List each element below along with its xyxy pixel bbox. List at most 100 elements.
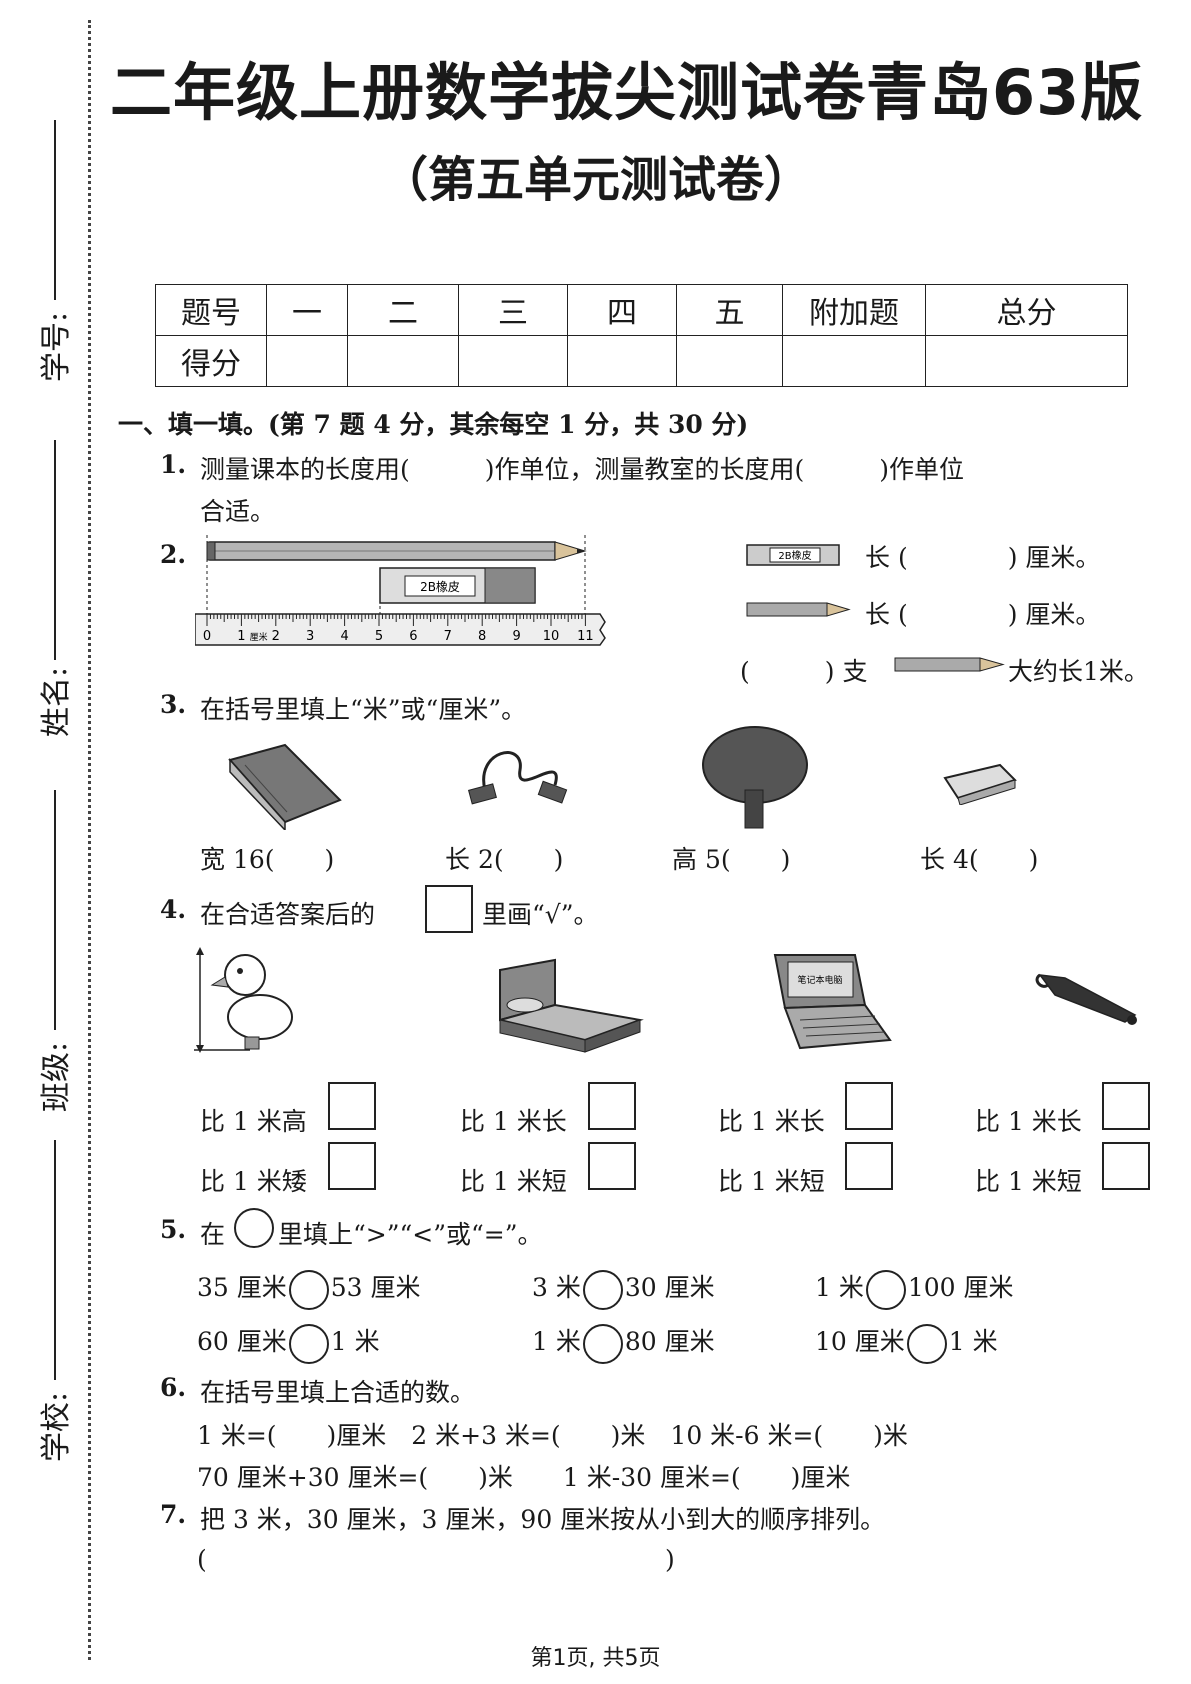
tree-icon xyxy=(702,726,808,829)
school-label: 学校: xyxy=(39,1391,75,1463)
q3-prompt: 在括号里填上“米”或“厘米”。 xyxy=(200,695,527,724)
ruler-tick-label: 11 xyxy=(577,629,594,644)
jump-rope-icon xyxy=(467,751,568,805)
score-cell[interactable] xyxy=(676,335,783,387)
q5-compare-circle[interactable] xyxy=(288,1269,329,1310)
score-cell[interactable] xyxy=(266,335,348,387)
q5-compare-circle[interactable] xyxy=(582,1323,623,1364)
pencil-count-icon xyxy=(894,657,1005,672)
q4-option-label: 比 1 米短 xyxy=(718,1167,825,1196)
pencil-icon xyxy=(206,541,587,561)
q4-checkbox[interactable] xyxy=(1102,1082,1150,1130)
q6-line1: 1 米=( )厘米 2 米+3 米=( )米 10 米-6 米=( )米 xyxy=(197,1421,908,1450)
q4-option-label: 比 1 米高 xyxy=(200,1107,307,1136)
q5-compare-circle[interactable] xyxy=(865,1269,906,1310)
score-header-cell: 附加题 xyxy=(782,284,926,336)
q7-prompt: 把 3 米，30 厘米，3 厘米，90 厘米按从小到大的顺序排列。 xyxy=(200,1505,886,1534)
page-footer: 第1页, 共5页 xyxy=(530,1646,661,1671)
ruler-tick-label: 2 xyxy=(272,629,280,644)
q5-compare-circle[interactable] xyxy=(582,1269,623,1310)
score-table-header-row: 题号 一 二 三 四 五 附加题 总分 xyxy=(155,284,1128,336)
q6-prompt: 在括号里填上合适的数。 xyxy=(200,1378,476,1407)
student-id-label: 学号: xyxy=(39,311,75,383)
eraser-icon: 2B橡皮 xyxy=(379,567,536,604)
q1-text: 测量课本的长度用( )作单位，测量教室的长度用( )作单位 xyxy=(200,455,965,484)
q2-eraser-length: 长 ( ) 厘米。 xyxy=(865,543,1101,572)
q4-checkbox[interactable] xyxy=(328,1142,376,1190)
school-line xyxy=(54,1140,56,1380)
score-header-cell: 五 xyxy=(676,284,783,336)
q4-checkbox[interactable] xyxy=(845,1082,893,1130)
name-label: 姓名: xyxy=(39,666,75,738)
score-cell[interactable] xyxy=(567,335,677,387)
q4-option-label: 比 1 米长 xyxy=(718,1107,825,1136)
q4-checkbox[interactable] xyxy=(588,1082,636,1130)
ruler-tick-label: 7 xyxy=(444,629,452,644)
q4-prompt-box-sample xyxy=(425,885,473,933)
ruler-tick-label: 3 xyxy=(306,629,314,644)
q4-checkbox[interactable] xyxy=(845,1142,893,1190)
score-cell[interactable] xyxy=(925,335,1128,387)
q4-checkbox[interactable] xyxy=(328,1082,376,1130)
duck-icon xyxy=(194,947,293,1053)
q7-answer-close: ) xyxy=(665,1545,675,1574)
page-subtitle: （第五单元测试卷） xyxy=(380,152,813,208)
laptop-screen-label: 笔记本电脑 xyxy=(797,974,842,986)
q5-prompt-circle-sample xyxy=(234,1208,274,1248)
q7-number: 7. xyxy=(160,1500,187,1529)
score-header-cell: 二 xyxy=(347,284,459,336)
ruler-icon xyxy=(195,613,606,646)
laptop-icon: 笔记本电脑 xyxy=(773,954,892,1050)
q4-checkbox[interactable] xyxy=(1102,1142,1150,1190)
class-label: 班级: xyxy=(39,1041,75,1113)
q2-pencil-length: 长 ( ) 厘米。 xyxy=(865,600,1101,629)
q3-item: 长 2( ) xyxy=(445,845,564,874)
q4-option-label: 比 1 米短 xyxy=(460,1167,567,1196)
q4-option-label: 比 1 米短 xyxy=(975,1167,1082,1196)
bed-icon xyxy=(499,958,644,1053)
student-id-line xyxy=(54,120,56,300)
ruler-tick-label: 6 xyxy=(409,629,417,644)
score-cell[interactable] xyxy=(782,335,926,387)
q1-number: 1. xyxy=(160,450,187,479)
q5-compare-circle[interactable] xyxy=(288,1323,329,1364)
class-line xyxy=(54,790,56,1030)
q2-one-meter: 大约长1米。 xyxy=(1008,657,1149,686)
score-row-label: 得分 xyxy=(155,335,267,387)
q6-line2: 70 厘米+30 厘米=( )米 1 米-30 厘米=( )厘米 xyxy=(197,1463,851,1492)
score-cell[interactable] xyxy=(458,335,568,387)
small-pencil-icon xyxy=(746,602,851,617)
score-header-cell: 三 xyxy=(458,284,568,336)
ruler-tick-label: 9 xyxy=(512,629,520,644)
svg-text:2B橡皮: 2B橡皮 xyxy=(778,549,811,562)
q2-pencil-count: ( ) 支 xyxy=(740,657,868,686)
q5-number: 5. xyxy=(160,1215,187,1244)
ruler-tick-label: 10 xyxy=(543,629,560,644)
name-line xyxy=(54,440,56,660)
score-table: 题号 一 二 三 四 五 附加题 总分 得分 xyxy=(155,284,1128,387)
score-header-cell: 总分 xyxy=(925,284,1128,336)
eraser-label: 2B橡皮 xyxy=(420,580,460,594)
score-table-score-row: 得分 xyxy=(155,335,1128,387)
score-cell[interactable] xyxy=(347,335,459,387)
score-header-cell: 题号 xyxy=(155,284,267,336)
ruler-tick-label: 8 xyxy=(478,629,486,644)
q3-item: 长 4( ) xyxy=(920,845,1039,874)
section-header: 一、填一填。(第 7 题 4 分，其余每空 1 分，共 30 分) xyxy=(118,410,749,439)
q3-number: 3. xyxy=(160,690,187,719)
q4-checkbox[interactable] xyxy=(588,1142,636,1190)
q5-compare-circle[interactable] xyxy=(906,1323,947,1364)
page-title: 二年级上册数学拔尖测试卷青岛63版 xyxy=(110,56,1144,129)
score-header-cell: 四 xyxy=(567,284,677,336)
ruler-tick-label: 0 xyxy=(203,629,211,644)
book-icon xyxy=(228,743,342,830)
ruler-tick-label: 4 xyxy=(340,629,348,644)
q7-answer-field[interactable] xyxy=(215,1545,655,1575)
q4-option-label: 比 1 米矮 xyxy=(200,1167,307,1196)
